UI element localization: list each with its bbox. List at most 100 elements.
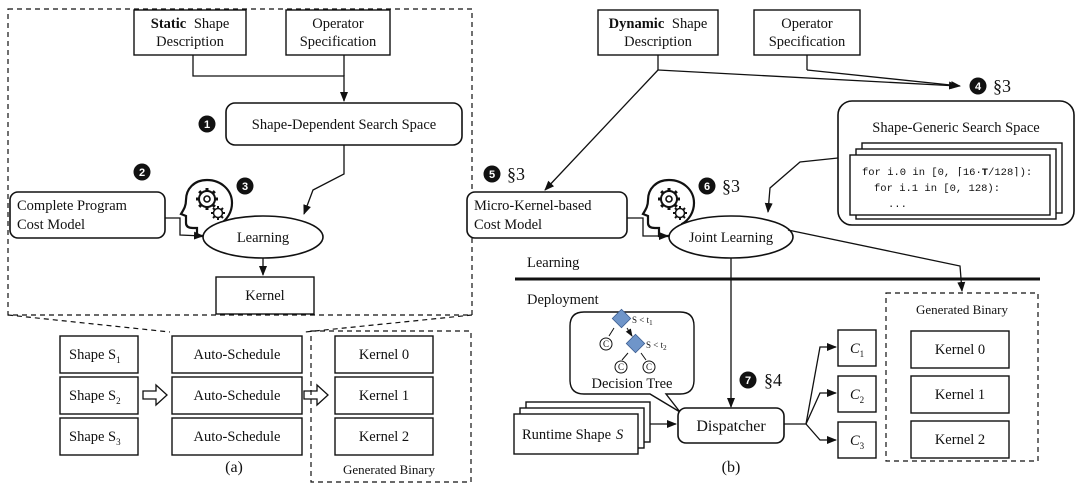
- c1-sub: 1: [860, 349, 865, 359]
- shape-s3-box: [59, 417, 139, 456]
- dynamic-keyword: Dynamic: [609, 16, 665, 32]
- tree-cond-2: S < t: [646, 340, 664, 350]
- tree-cond-2-sub: 2: [663, 344, 667, 352]
- generated-binary-a-label: Generated Binary: [343, 462, 436, 477]
- svg-text:Dynamic Shape: Dynamic Shape: [609, 16, 708, 32]
- shape-s2-sub: 2: [116, 396, 121, 406]
- runtime-shape-box: [513, 413, 639, 455]
- operator-spec-box-a: [285, 9, 391, 56]
- code-line1-pre: for i.0 in [0, ⌈16·: [862, 167, 982, 179]
- svg-text:Shape S2: Shape S2: [69, 388, 121, 406]
- svg-text:S < t2: S < t2: [646, 340, 667, 352]
- marker-1: [198, 115, 216, 133]
- dynamic-to-cost-model-arrow: [544, 69, 659, 191]
- dynamic-shape-box: [597, 9, 719, 56]
- dynamic-shape-word: Shape: [672, 16, 707, 32]
- code-line2: for i.1 in [0, 128):: [874, 183, 1000, 195]
- shape-s2-label: Shape S: [69, 388, 116, 404]
- marker-7: [739, 371, 757, 389]
- auto-schedule-2-label: Auto-Schedule: [194, 388, 281, 404]
- svg-text:C3: C3: [850, 433, 865, 451]
- kernel-2-b-label: Kernel 2: [935, 432, 985, 448]
- c3-box: [837, 421, 877, 459]
- kernel-0-box-a: [334, 335, 434, 374]
- dispatch-to-c2-arrow: [805, 389, 837, 425]
- static-keyword: Static: [151, 16, 187, 32]
- cost-model-b-to-joint-arrow: [627, 217, 669, 240]
- search-to-joint-arrow: [764, 157, 839, 213]
- kernel-2-box-b: [910, 420, 1010, 459]
- shape-s1-sub: 1: [116, 355, 121, 365]
- generated-binary-b-outline: [885, 292, 1039, 462]
- operator-to-search-arrow: [806, 69, 961, 90]
- svg-text:S < t1: S < t1: [632, 315, 653, 327]
- auto-schedule-box-2: [171, 376, 303, 415]
- shape-s3-label: Shape S: [69, 429, 116, 445]
- c3-sub: 3: [860, 441, 865, 451]
- marker-4-label: 4: [975, 81, 982, 93]
- kernel-1-b-label: Kernel 1: [935, 387, 985, 403]
- dispatch-to-c1-arrow: [805, 343, 837, 425]
- micro-cost-model-line1: Micro-Kernel-based: [474, 198, 592, 214]
- marker-6-label: 6: [704, 181, 710, 193]
- shape-dependent-search-space-label: Shape-Dependent Search Space: [252, 117, 436, 133]
- svg-text:Static Shape: Static Shape: [151, 16, 230, 32]
- diamond-node-icon: [625, 333, 646, 354]
- kernel-1-a-label: Kernel 1: [359, 388, 409, 404]
- static-shape-word: Shape: [194, 16, 229, 32]
- joint-learning-label: Joint Learning: [689, 230, 773, 246]
- caption-a: (a): [225, 459, 243, 476]
- generated-binary-b-label: Generated Binary: [916, 302, 1009, 317]
- svg-text:Shape S3: Shape S3: [69, 429, 121, 447]
- auto-schedule-3-label: Auto-Schedule: [194, 429, 281, 445]
- code-line1-bold: T: [982, 167, 988, 179]
- ref-5: §3: [507, 164, 525, 184]
- svg-text:for i.0 in [0, ⌈16·T/128⌉):: for i.0 in [0, ⌈16·T/128⌉):: [862, 167, 1032, 179]
- zoom-taper-right: [304, 314, 473, 333]
- auto-schedule-box-3: [171, 417, 303, 456]
- marker-4: [969, 77, 987, 95]
- kernel-1-box-b: [910, 375, 1010, 414]
- hollow-arrow-2: [303, 383, 329, 407]
- kernel-2-a-label: Kernel 2: [359, 429, 409, 445]
- code-line3: ...: [888, 199, 907, 211]
- panel-a: Static Shape Description Operator Specif…: [7, 8, 473, 483]
- marker-2: [133, 163, 151, 181]
- kernel-box: [215, 276, 315, 315]
- decision-tree-label: Decision Tree: [592, 376, 673, 392]
- tree-leaf-1: C: [603, 339, 609, 349]
- c2-box: [837, 375, 877, 413]
- operator-spec-a-line2: Specification: [300, 34, 377, 50]
- marker-3: [236, 177, 254, 195]
- complete-cost-model-line1: Complete Program: [17, 198, 128, 214]
- code-page-front: [849, 154, 1051, 216]
- svg-text:C2: C2: [850, 387, 864, 405]
- diamond-node-icon: [611, 308, 632, 329]
- complete-cost-model-line2: Cost Model: [17, 217, 85, 233]
- leaf-node-icon: [599, 337, 613, 351]
- marker-1-label: 1: [204, 119, 210, 131]
- complete-program-cost-model-box: [9, 191, 166, 239]
- ref-7: §4: [764, 370, 782, 390]
- shape-s3-sub: 3: [116, 437, 121, 447]
- joint-to-binary-arrow: [787, 229, 966, 292]
- caption-b: (b): [722, 459, 741, 476]
- static-shape-box: [133, 9, 247, 56]
- c1-label: C: [850, 341, 860, 357]
- dispatcher-label: Dispatcher: [696, 418, 766, 435]
- svg-text:C1: C1: [850, 341, 864, 359]
- c3-label: C: [850, 433, 860, 449]
- shape-generic-search-space-title: Shape-Generic Search Space: [872, 120, 1039, 136]
- generated-binary-a-outline: [310, 330, 472, 483]
- tree-branch-2: [621, 352, 647, 361]
- auto-schedule-1-label: Auto-Schedule: [194, 347, 281, 363]
- leaf-node-icon: [614, 360, 628, 374]
- cost-model-to-learning-arrow: [165, 217, 204, 240]
- tree-leaf-3: C: [646, 362, 652, 372]
- ref-4: §3: [993, 76, 1011, 96]
- runtime-shape-var: S: [616, 427, 624, 443]
- marker-2-label: 2: [139, 167, 145, 179]
- dynamic-to-search-arrow: [657, 69, 959, 90]
- kernel-0-a-label: Kernel 0: [359, 347, 409, 363]
- learning-label: Learning: [237, 230, 289, 246]
